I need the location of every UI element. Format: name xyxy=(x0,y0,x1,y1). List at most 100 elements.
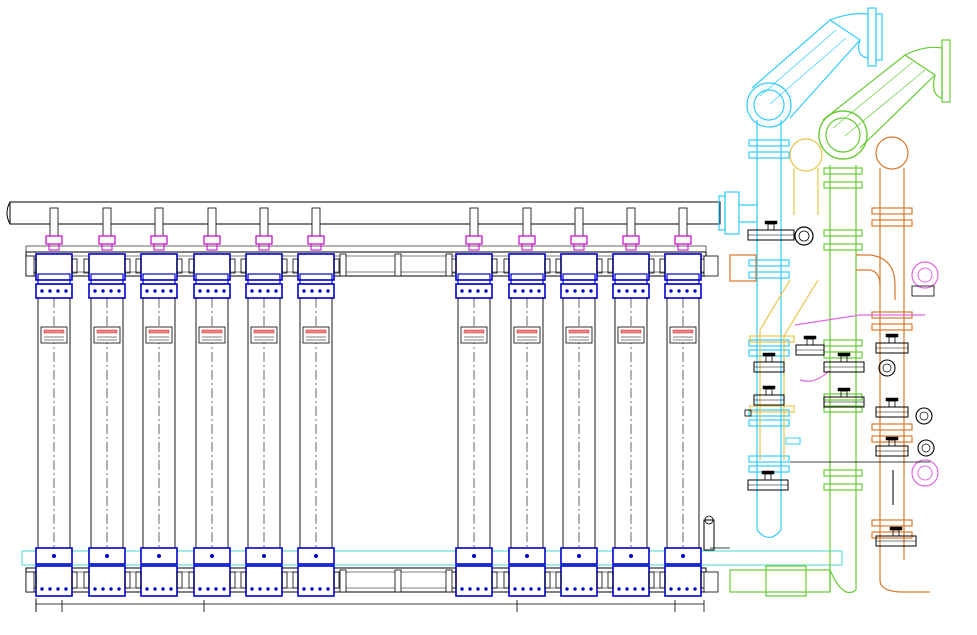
bolt xyxy=(145,587,149,591)
side-stub xyxy=(607,258,614,274)
side-stub xyxy=(607,571,614,589)
bolt xyxy=(641,289,645,293)
bolt xyxy=(250,587,254,591)
feed-flange xyxy=(748,271,790,279)
concentrate-flange xyxy=(749,405,795,413)
valve-stem xyxy=(888,439,896,447)
bolt xyxy=(581,587,585,591)
gauge-face xyxy=(921,443,931,453)
riser-pipe xyxy=(678,207,688,237)
rail-0 xyxy=(25,251,707,277)
side-stub xyxy=(71,571,78,589)
bolt xyxy=(625,289,629,293)
butterfly-valve xyxy=(875,397,909,418)
bolt xyxy=(105,554,109,558)
bolt xyxy=(258,289,262,293)
bolt xyxy=(109,587,113,591)
top-end-cap xyxy=(193,253,231,281)
bolt xyxy=(48,289,52,293)
feed-flange xyxy=(748,259,790,267)
butterfly-valve xyxy=(875,526,917,547)
top-end-cap xyxy=(455,253,493,281)
uf-membrane-module xyxy=(30,207,78,597)
bolt xyxy=(274,587,278,591)
bottom-end-cap xyxy=(560,565,598,597)
bolt xyxy=(109,289,113,293)
side-stub xyxy=(135,258,142,274)
bolt xyxy=(589,289,593,293)
side-stub xyxy=(648,571,655,589)
bolt xyxy=(56,289,60,293)
permeate-rib xyxy=(844,69,926,137)
bolt xyxy=(302,587,306,591)
header-pipe-body xyxy=(9,201,721,225)
bolt xyxy=(617,289,621,293)
permeate-fitting xyxy=(203,235,221,245)
permeate-elbow-inner xyxy=(825,117,861,153)
nameplate xyxy=(617,326,645,344)
feed-diagonal-rib xyxy=(759,29,837,97)
bolt xyxy=(641,587,645,591)
permeate-top-elbow xyxy=(904,46,943,99)
bolt xyxy=(677,587,681,591)
uf-membrane-module xyxy=(503,207,551,597)
rail-couplings xyxy=(339,253,453,593)
valve-handwheel xyxy=(885,436,899,441)
permeate-bottom-fitting xyxy=(765,565,807,597)
side-stub xyxy=(555,571,562,589)
butterfly-valve xyxy=(795,335,825,356)
bolt xyxy=(250,289,254,293)
riser-pipe xyxy=(311,207,321,237)
bolt xyxy=(472,554,476,558)
nameplate xyxy=(460,326,488,344)
valve-stem xyxy=(888,336,896,344)
valve-handwheel xyxy=(762,352,776,357)
nameplate-logo xyxy=(516,329,538,334)
riser-pipe xyxy=(259,207,269,237)
top-rail-strip xyxy=(25,245,707,253)
aux-elbow xyxy=(911,459,939,487)
feed-bottom xyxy=(756,529,782,539)
bolt xyxy=(40,587,44,591)
side-stub xyxy=(176,258,183,274)
header-flange-outer xyxy=(724,191,740,235)
coupling xyxy=(445,569,453,593)
valve-stem xyxy=(840,355,848,363)
permeate-fitting-neck xyxy=(206,243,218,251)
butterfly-valve xyxy=(823,387,865,408)
cyan-fitting xyxy=(785,437,801,445)
side-stub xyxy=(83,571,90,589)
uf-membrane-module xyxy=(135,207,183,597)
aux-elbow xyxy=(911,261,939,289)
permeate-pipe-green xyxy=(729,39,951,597)
bolt xyxy=(64,289,68,293)
concentrate-pipe-yellow xyxy=(749,138,823,460)
bolt xyxy=(685,587,689,591)
bolt xyxy=(157,554,161,558)
butterfly-valve xyxy=(753,385,785,406)
bolt xyxy=(161,587,165,591)
coupling xyxy=(394,253,402,277)
bolt xyxy=(274,289,278,293)
coupling xyxy=(445,253,453,277)
valve-handwheel xyxy=(837,352,851,357)
concentrate-elbow xyxy=(789,138,823,172)
permeate-flange xyxy=(823,339,863,347)
side-stub xyxy=(229,571,236,589)
nameplate xyxy=(145,326,173,344)
drain-elbow xyxy=(875,136,909,170)
side-stub xyxy=(292,258,299,274)
bottom-end-cap xyxy=(245,565,283,597)
permeate-fitting xyxy=(622,235,640,245)
permeate-flange xyxy=(823,181,863,189)
side-stub xyxy=(503,571,510,589)
bolt xyxy=(302,289,306,293)
pressure-gauge-icon xyxy=(915,407,933,425)
permeate-fitting-neck xyxy=(625,243,637,251)
feed-flange xyxy=(748,151,790,159)
bolt xyxy=(669,587,673,591)
riser-pipe xyxy=(207,207,217,237)
valve-handwheel xyxy=(885,333,899,338)
right-piping xyxy=(729,7,951,597)
side-stub xyxy=(596,258,603,274)
